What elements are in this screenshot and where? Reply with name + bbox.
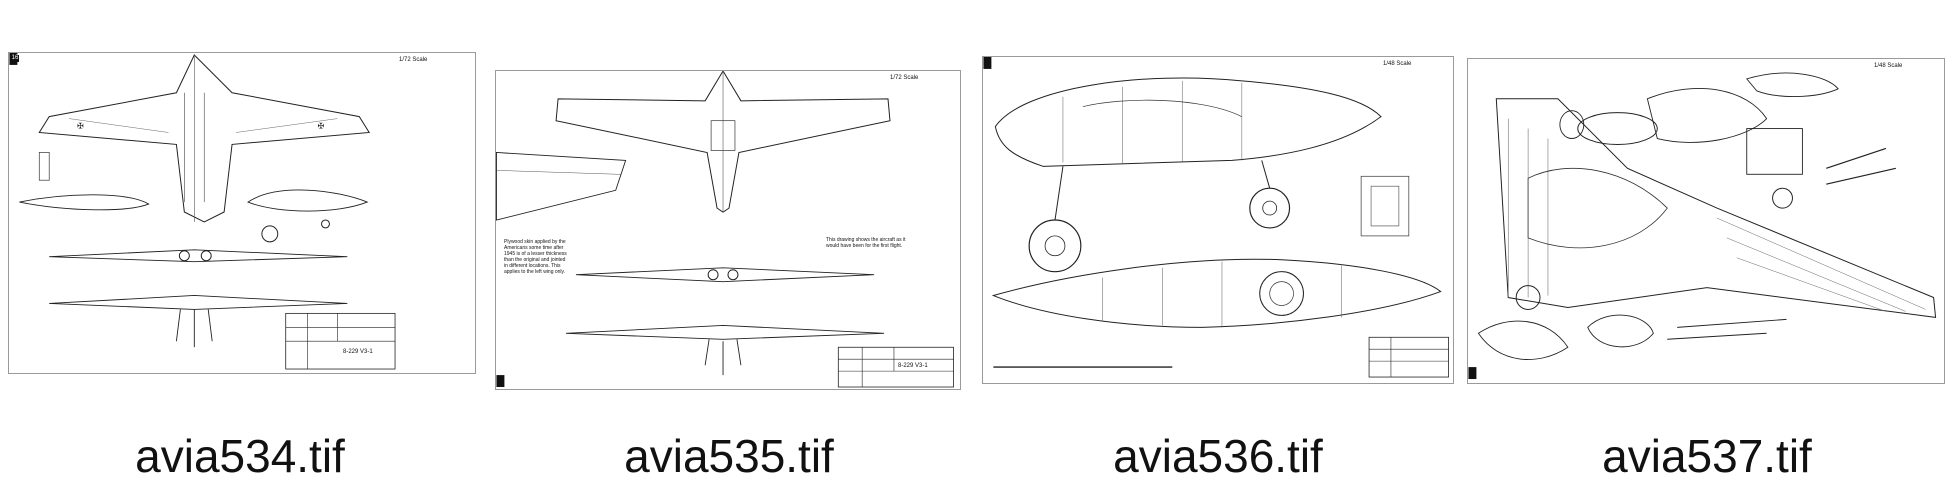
file-name-label: avia536.tif [1113,430,1323,482]
file-name-label: avia537.tif [1602,430,1812,482]
svg-text:✠: ✠ [77,122,84,131]
page-number: 16 [11,55,19,62]
file-name-label: avia535.tif [624,430,834,482]
wing-skin-note: Plywood skin applied by the Americans so… [504,239,567,275]
title-block-label: 8-229 V3-1 [343,349,373,355]
scale-label: 1/72 Scale [399,57,428,63]
aircraft-cutaway-drawing [983,57,1449,378]
scale-label: 1/48 Scale [1874,63,1903,69]
aircraft-planform-drawing: ✠ ✠ [9,53,396,370]
thumbnail-avia536[interactable]: 1/48 Scale [982,56,1454,384]
file-tile-avia536[interactable]: 1/48 Scale avia536.tif [978,0,1467,483]
title-block-label: 8-229 V3-1 [898,363,928,369]
aircraft-planform-drawing [496,71,954,388]
svg-text:✠: ✠ [318,122,325,131]
thumbnail-avia537[interactable]: 1/48 Scale [1467,58,1945,384]
file-name-label: avia534.tif [135,430,345,482]
aircraft-exploded-drawing [1468,72,1937,380]
thumbnail-avia534[interactable]: ✠ ✠ 16 1/72 Scale 8-229 [8,52,476,374]
file-tile-avia537[interactable]: 1/48 Scale avia537.tif [1467,0,1956,483]
file-tile-avia535[interactable]: 1/72 Scale Plywood skin applied by the A… [489,0,978,483]
first-flight-note: This drawing shows the aircraft as it wo… [826,237,906,249]
thumbnail-avia535[interactable]: 1/72 Scale Plywood skin applied by the A… [495,70,961,390]
file-tile-avia534[interactable]: ✠ ✠ 16 1/72 Scale 8-229 [0,0,489,483]
scale-label: 1/48 Scale [1383,61,1412,67]
scale-label: 1/72 Scale [890,75,919,81]
